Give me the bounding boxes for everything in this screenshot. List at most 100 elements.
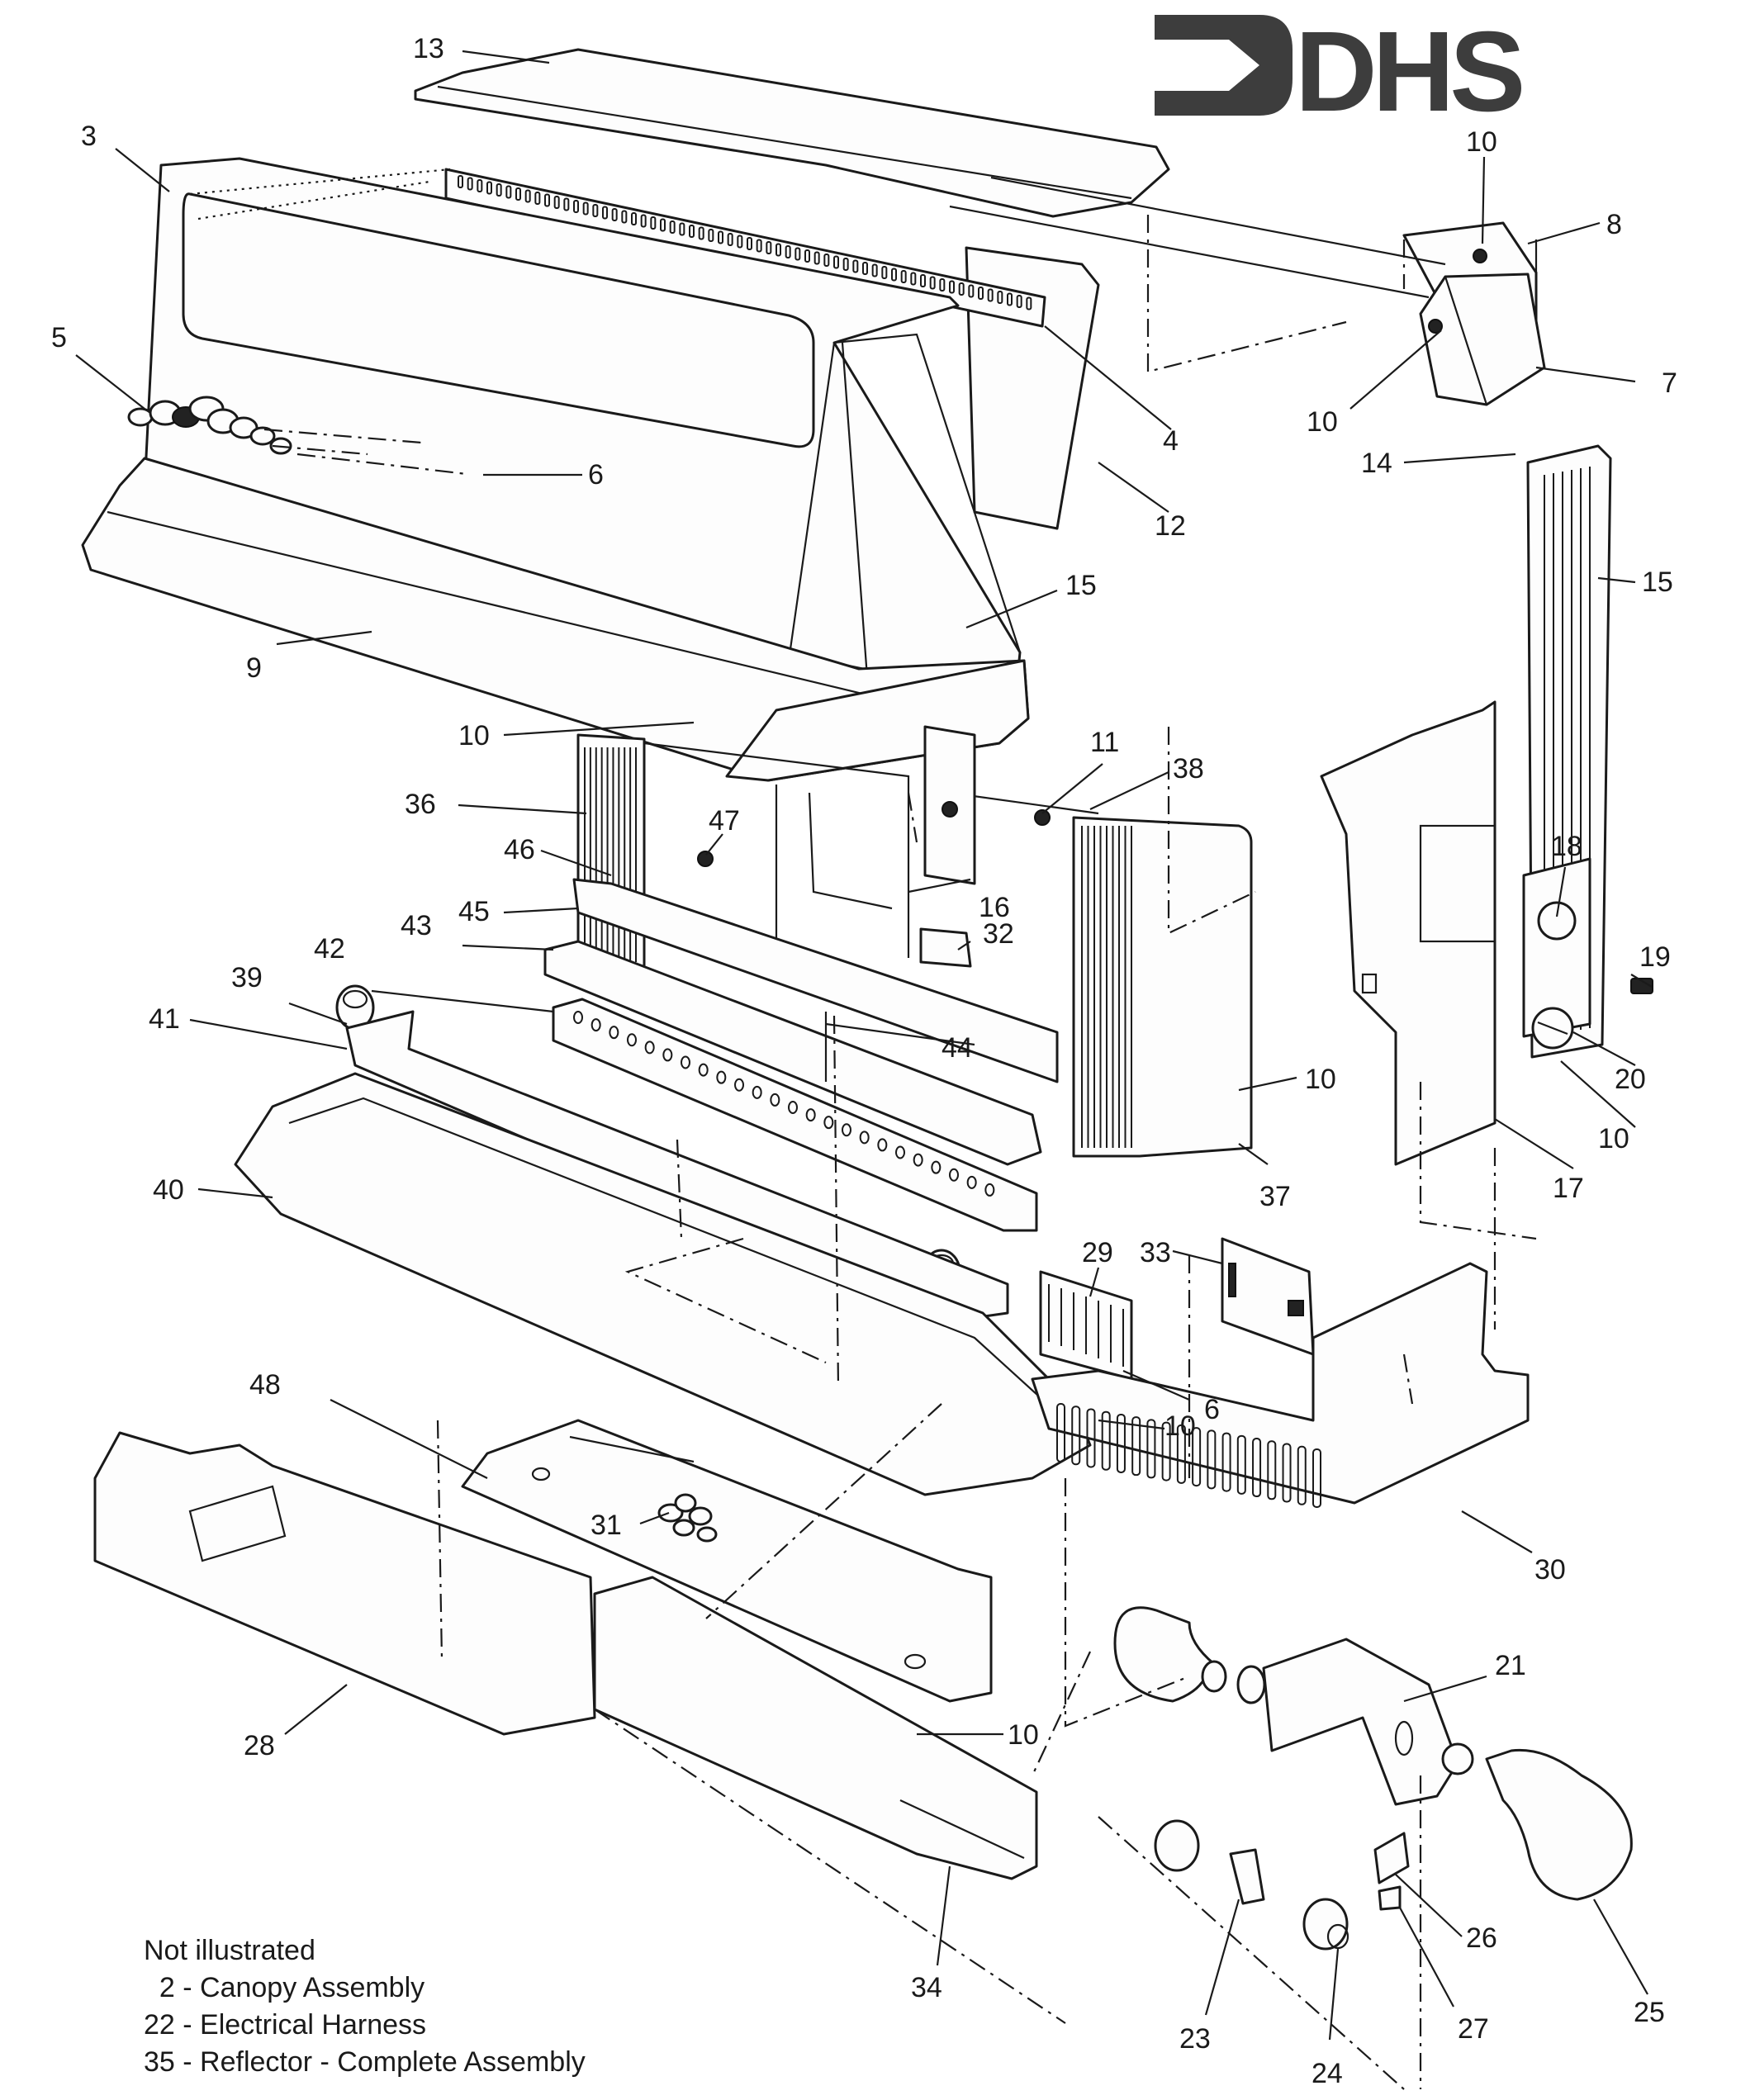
part-36-side-grille — [576, 733, 646, 976]
bulb-holder-ring-left — [1236, 1665, 1266, 1704]
burner-hole — [644, 1041, 655, 1055]
vent-slot — [813, 251, 820, 265]
callout-34: 34 — [911, 1972, 942, 2003]
vent-slot — [669, 220, 676, 234]
callout-45: 45 — [458, 896, 490, 927]
callout-8: 8 — [1606, 209, 1622, 240]
vent-slot — [698, 226, 704, 240]
vent-slot — [997, 291, 1003, 304]
burner-hole — [788, 1101, 798, 1114]
arrow-bracket-logo-icon — [1155, 15, 1293, 116]
callout-33: 33 — [1140, 1237, 1171, 1268]
callout-44: 44 — [942, 1032, 973, 1064]
vent-slot — [1236, 1434, 1246, 1495]
vent-slot — [727, 233, 733, 246]
burner-hole — [698, 1063, 709, 1077]
vent-slot — [1176, 1424, 1186, 1484]
burner-hole — [859, 1131, 870, 1145]
part-43-lower-rail — [543, 940, 1042, 1166]
vent-slot — [563, 197, 570, 211]
callout-3: 3 — [81, 121, 97, 152]
callout-15-left: 15 — [1065, 570, 1097, 601]
vent-slot — [573, 200, 579, 213]
burner-hole — [966, 1175, 977, 1189]
callout-17: 17 — [1553, 1173, 1584, 1204]
burner-hole — [591, 1018, 601, 1032]
vent-slot — [766, 241, 772, 254]
burner-hole — [734, 1078, 744, 1092]
callout-36: 36 — [405, 789, 436, 820]
vent-slot — [823, 254, 830, 267]
callout-6-upper: 6 — [588, 459, 604, 491]
note-item: 2 - Canopy Assembly — [144, 1972, 425, 2003]
vent-slot — [592, 204, 599, 217]
callout-10-hood: 10 — [458, 720, 490, 751]
vent-slot — [920, 274, 926, 287]
vent-slot — [689, 225, 695, 238]
vent-slot — [1086, 1408, 1096, 1468]
callout-30: 30 — [1534, 1554, 1566, 1586]
callout-11: 11 — [1090, 727, 1119, 758]
vent-slot — [621, 210, 628, 224]
callout-46: 46 — [504, 834, 535, 865]
part-34-front-kickplate — [593, 1576, 1038, 1880]
burner-hole — [770, 1093, 780, 1107]
vent-slot — [602, 206, 608, 220]
vent-slot — [747, 237, 752, 250]
bracket-left-of-38 — [923, 725, 976, 885]
burner-hole — [877, 1138, 888, 1152]
callout-42: 42 — [314, 933, 345, 965]
vent-slot — [852, 259, 859, 273]
callout-6-lower: 6 — [1204, 1394, 1220, 1425]
vent-slot — [631, 212, 637, 225]
part-26-terminal-strip — [1373, 1832, 1410, 1884]
top-rail — [949, 176, 1487, 373]
burner-hole — [573, 1011, 583, 1024]
callout-37: 37 — [1259, 1181, 1291, 1212]
callout-41: 41 — [149, 1003, 180, 1035]
vent-slot — [1101, 1410, 1111, 1471]
vent-slot — [776, 243, 781, 257]
vent-slot — [718, 230, 723, 244]
vent-slot — [458, 175, 463, 188]
callout-40: 40 — [153, 1174, 184, 1206]
vent-slot — [505, 185, 512, 199]
part-38-right-side-panel — [949, 791, 1253, 1158]
part-24-cable-gland-lower — [1302, 1898, 1349, 1951]
callout-9: 9 — [246, 652, 262, 684]
part-48-base-plate — [461, 1419, 993, 1703]
vent-slot — [679, 222, 685, 236]
vent-slot — [910, 272, 917, 286]
part-17-side-bracket — [1320, 700, 1496, 1166]
callout-18: 18 — [1551, 831, 1582, 862]
part-23-lampholder — [1229, 1848, 1265, 1905]
vent-slot — [1056, 1403, 1065, 1462]
burner-hole — [752, 1085, 762, 1099]
vent-slot — [871, 263, 878, 277]
callout-32: 32 — [983, 918, 1014, 950]
callout-4: 4 — [1163, 425, 1179, 457]
vent-slot — [553, 196, 560, 209]
notes-heading: Not illustrated — [144, 1935, 315, 1966]
vent-slot — [496, 183, 502, 197]
callout-26: 26 — [1466, 1922, 1497, 1954]
burner-hole — [609, 1026, 619, 1040]
burner-hole — [716, 1070, 727, 1084]
callout-47: 47 — [709, 805, 740, 837]
callout-10-control: 10 — [1598, 1123, 1629, 1154]
vent-slot — [467, 177, 473, 191]
vent-slot — [978, 287, 984, 300]
burner-hole — [681, 1055, 690, 1069]
vent-slot — [968, 284, 975, 298]
burner-hole — [931, 1160, 942, 1174]
vent-slot — [582, 201, 589, 216]
callout-38: 38 — [1173, 753, 1204, 785]
callout-39: 39 — [231, 962, 263, 993]
callout-15-right: 15 — [1642, 566, 1673, 598]
callout-10-base: 10 — [1008, 1719, 1039, 1751]
part-20-control-knob — [1531, 1007, 1574, 1050]
burner-hole — [895, 1145, 905, 1159]
callout-21: 21 — [1495, 1650, 1526, 1681]
vent-slot — [756, 239, 762, 253]
burner-hole — [842, 1123, 851, 1137]
